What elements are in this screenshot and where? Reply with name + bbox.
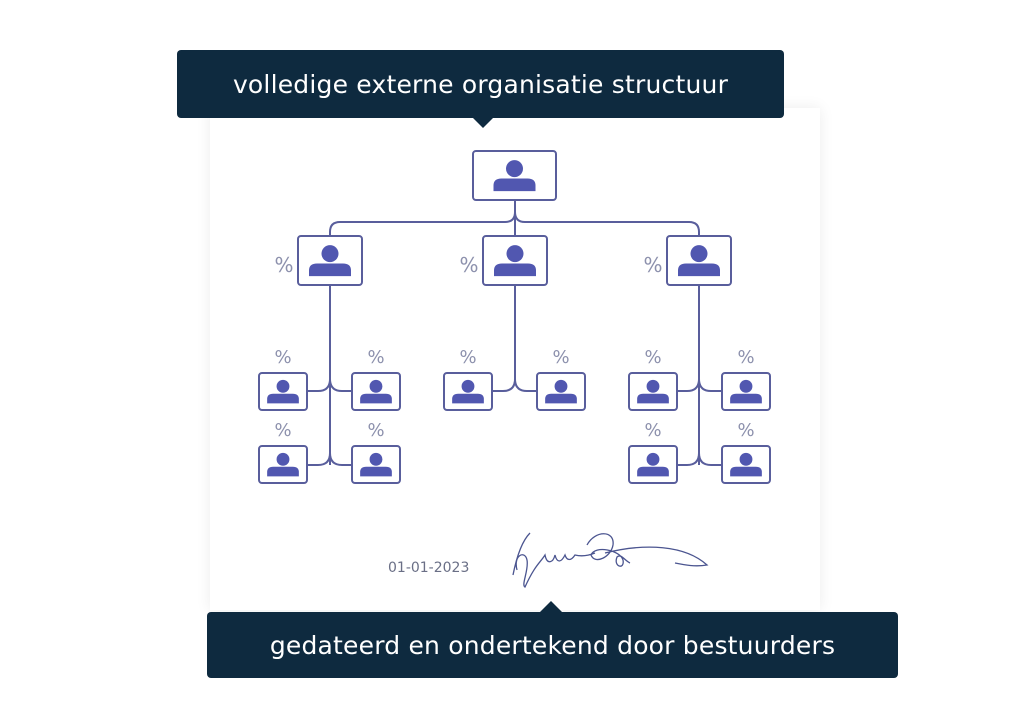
percentage-label: %: [459, 347, 476, 368]
percentage-label: %: [552, 347, 569, 368]
percentage-label: %: [644, 347, 661, 368]
person-icon: [267, 466, 299, 477]
org-node: [536, 372, 586, 411]
document-date: 01-01-2023: [388, 560, 470, 576]
person-icon-head: [554, 379, 568, 393]
org-node: [666, 235, 732, 286]
person-icon-head: [646, 379, 660, 393]
person-icon: [360, 466, 392, 477]
org-node: [258, 372, 308, 411]
person-icon: [730, 393, 762, 404]
person-icon-head: [739, 452, 753, 466]
connector-line: [698, 452, 721, 466]
org-node: [628, 372, 678, 411]
percentage-label: %: [274, 347, 291, 368]
connector-line: [514, 211, 700, 236]
percentage-label: %: [737, 420, 754, 441]
person-icon: [637, 466, 669, 477]
org-node: [297, 235, 363, 286]
person-icon-head: [506, 160, 523, 178]
percentage-label: %: [274, 420, 291, 441]
percentage-label: %: [644, 420, 661, 441]
org-node: [721, 372, 771, 411]
person-icon: [637, 393, 669, 404]
person-icon: [545, 393, 577, 404]
org-node: [628, 445, 678, 484]
connector-line: [698, 378, 721, 392]
person-icon: [678, 263, 720, 277]
title-text: volledige externe organisatie structuur: [232, 69, 729, 99]
connector-line: [329, 452, 352, 466]
percentage-label: %: [737, 347, 754, 368]
person-icon-head: [690, 245, 708, 263]
percentage-label: %: [367, 347, 384, 368]
title-banner: volledige externe organisatie structuur: [177, 50, 784, 118]
percentage-label: %: [643, 253, 662, 277]
signature: [512, 532, 709, 588]
person-icon-head: [276, 379, 290, 393]
connector-line: [514, 378, 537, 392]
title-pointer: [473, 118, 493, 128]
person-icon: [730, 466, 762, 477]
percentage-label: %: [459, 253, 478, 277]
connector-line: [329, 211, 516, 236]
person-icon-head: [369, 379, 383, 393]
org-node: [721, 445, 771, 484]
person-icon-head: [369, 452, 383, 466]
org-node: [351, 445, 401, 484]
percentage-label: %: [367, 420, 384, 441]
connector-line: [677, 452, 700, 466]
person-icon-head: [506, 245, 524, 263]
org-node: [472, 150, 557, 201]
person-icon-head: [321, 245, 339, 263]
person-icon: [267, 393, 299, 404]
caption-banner: gedateerd en ondertekend door bestuurder…: [207, 612, 898, 678]
org-node: [443, 372, 493, 411]
person-icon: [309, 263, 351, 277]
person-icon-head: [276, 452, 290, 466]
org-node: [351, 372, 401, 411]
person-icon: [493, 178, 536, 192]
org-node: [482, 235, 548, 286]
org-node: [258, 445, 308, 484]
person-icon: [452, 393, 484, 404]
connector-line: [677, 378, 700, 392]
person-icon: [494, 263, 536, 277]
caption-pointer: [540, 601, 562, 612]
percentage-label: %: [274, 253, 293, 277]
connector-line: [308, 452, 331, 466]
connector-line: [493, 378, 516, 392]
person-icon-head: [646, 452, 660, 466]
person-icon-head: [739, 379, 753, 393]
connector-line: [329, 378, 352, 392]
connector-line: [308, 378, 331, 392]
person-icon: [360, 393, 392, 404]
caption-text: gedateerd en ondertekend door bestuurder…: [269, 630, 836, 660]
person-icon-head: [461, 379, 475, 393]
